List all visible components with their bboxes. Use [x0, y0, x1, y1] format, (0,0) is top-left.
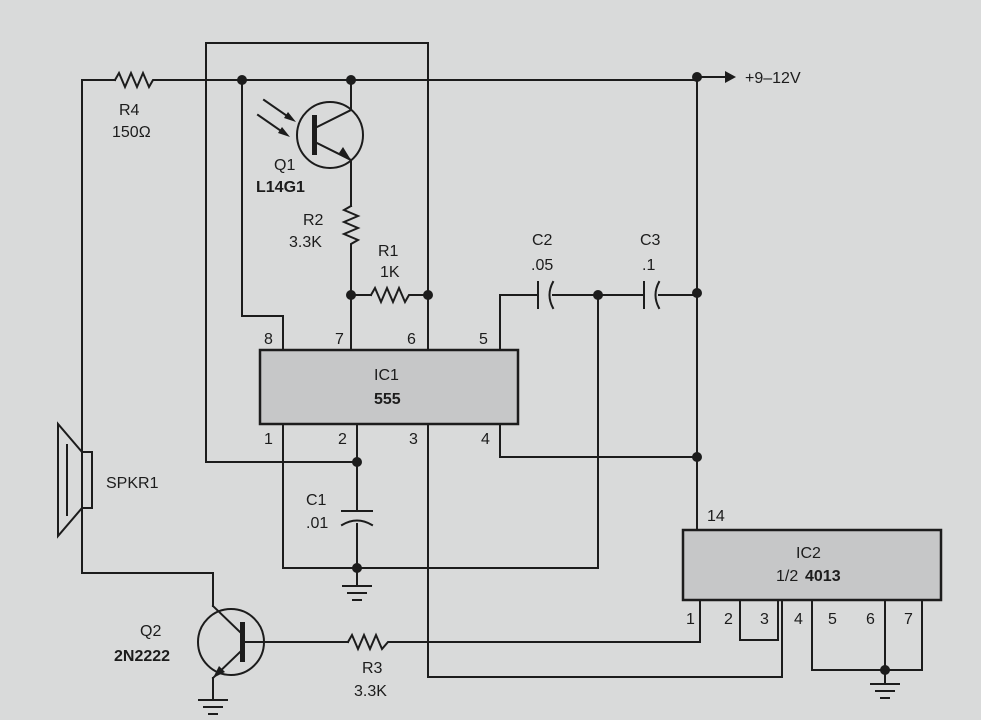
- ic1-pin-7: 7: [335, 331, 344, 348]
- wire-ic2-pin7-gnd: [884, 599, 923, 671]
- wire-outer-loop: [205, 42, 429, 463]
- wire-pin3: [427, 423, 783, 678]
- transistor-q2-icon: [197, 604, 265, 680]
- r3-ref: R3: [362, 660, 383, 677]
- ic1-ref: IC1: [374, 367, 399, 384]
- capacitor-c2-icon: [537, 280, 555, 310]
- resistor-r2-icon: [341, 204, 361, 249]
- resistor-r3-icon: [346, 632, 393, 652]
- capacitor-c3-icon: [643, 280, 661, 310]
- junction-dots: [237, 72, 890, 675]
- wire-speaker-bottom: [81, 507, 214, 607]
- ic2-pin-5: 5: [828, 611, 837, 628]
- ic2-pin-6: 6: [866, 611, 875, 628]
- ic1-pin-2: 2: [338, 431, 347, 448]
- q2-ref: Q2: [140, 623, 161, 640]
- speaker-icon: [57, 421, 93, 539]
- ic1-pin-4: 4: [481, 431, 490, 448]
- ic2-pin-2: 2: [724, 611, 733, 628]
- supply-label: +9–12V: [745, 70, 801, 87]
- ic2-part: 4013: [805, 568, 841, 585]
- ic2-pin-14: 14: [707, 508, 725, 525]
- supply-arrow-icon: [725, 71, 736, 83]
- wire-pin1-gnd: [282, 423, 599, 569]
- c2-ref: C2: [532, 232, 553, 249]
- ic2-pin-4: 4: [794, 611, 803, 628]
- ic1-pin-6: 6: [407, 331, 416, 348]
- c1-ref: C1: [306, 492, 327, 509]
- r1-ref: R1: [378, 243, 399, 260]
- c3-ref: C3: [640, 232, 661, 249]
- ic1-pin-1: 1: [264, 431, 273, 448]
- ic1-body: [258, 348, 520, 426]
- ic2-prefix: 1/2: [776, 568, 798, 585]
- junction-dot: [352, 457, 362, 467]
- junction-dot: [352, 563, 362, 573]
- capacitor-c1-icon: [340, 510, 374, 527]
- r4-value: 150Ω: [112, 124, 151, 141]
- junction-dot: [593, 290, 603, 300]
- ic1-pin-5: 5: [479, 331, 488, 348]
- ic2-pin-1: 1: [686, 611, 695, 628]
- r2-value: 3.3K: [289, 234, 322, 251]
- junction-dot: [237, 75, 247, 85]
- spkr1-ref: SPKR1: [106, 475, 159, 492]
- c2-value: .05: [531, 257, 553, 274]
- junction-dot: [423, 290, 433, 300]
- wire-pin4: [499, 423, 698, 458]
- wire-q2-base: [261, 599, 701, 643]
- junction-dot: [346, 290, 356, 300]
- junction-dot: [880, 665, 890, 675]
- q1-ref: Q1: [274, 157, 295, 174]
- junction-dot: [346, 75, 356, 85]
- q1-part: L14G1: [256, 179, 305, 196]
- q2-part: 2N2222: [114, 648, 170, 665]
- c1-value: .01: [306, 515, 328, 532]
- resistor-r1-icon: [369, 285, 412, 305]
- r2-ref: R2: [303, 212, 324, 229]
- ground-icon: [870, 683, 900, 699]
- junction-dot: [692, 72, 702, 82]
- c3-value: .1: [642, 257, 655, 274]
- wire-ic2-pin5-gnd: [811, 599, 886, 671]
- phototransistor-q1-icon: [256, 98, 364, 169]
- ic2-body: [681, 528, 943, 602]
- ic2-ref: IC2: [796, 545, 821, 562]
- r3-value: 3.3K: [354, 683, 387, 700]
- r1-value: 1K: [380, 264, 400, 281]
- junction-dot: [692, 288, 702, 298]
- wire-pin8: [241, 79, 284, 351]
- ic2-pin-3: 3: [760, 611, 769, 628]
- ic1-part: 555: [374, 391, 401, 408]
- ic1-pin-3: 3: [409, 431, 418, 448]
- junction-dot: [692, 452, 702, 462]
- r4-ref: R4: [119, 102, 140, 119]
- ic2-pin-7: 7: [904, 611, 913, 628]
- resistor-r4-icon: [113, 70, 158, 90]
- ground-icon: [342, 585, 372, 601]
- ground-icon: [198, 699, 228, 715]
- wire-ic2-pin2-3: [739, 599, 779, 641]
- ic1-pin-8: 8: [264, 331, 273, 348]
